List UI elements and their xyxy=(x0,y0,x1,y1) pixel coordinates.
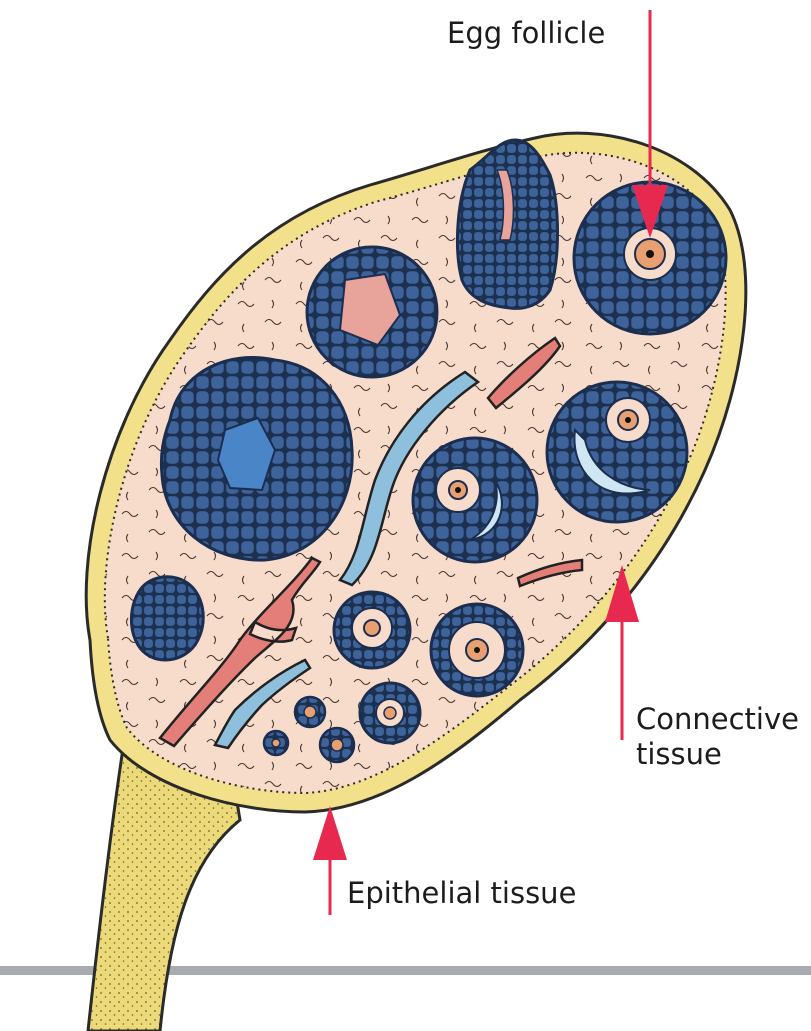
label-epithelial-tissue: Epithelial tissue xyxy=(347,876,576,911)
large-follicle xyxy=(161,358,352,561)
antral-follicle-right xyxy=(547,382,687,522)
antral-follicle-center xyxy=(413,438,537,562)
growing-follicle-2 xyxy=(431,604,523,696)
growing-follicle-1 xyxy=(334,592,410,668)
growing-follicle-3 xyxy=(360,683,420,743)
epithelial-tissue-arrow xyxy=(313,806,347,915)
primordial-follicle-3 xyxy=(264,731,288,755)
primordial-follicle-1 xyxy=(295,697,325,727)
primordial-follicle-2 xyxy=(320,728,354,762)
primordial-cluster xyxy=(131,577,203,660)
label-egg-follicle: Egg follicle xyxy=(447,16,605,51)
label-connective-tissue: Connective tissue xyxy=(636,702,811,773)
corpus-follicle-pink xyxy=(307,247,437,377)
